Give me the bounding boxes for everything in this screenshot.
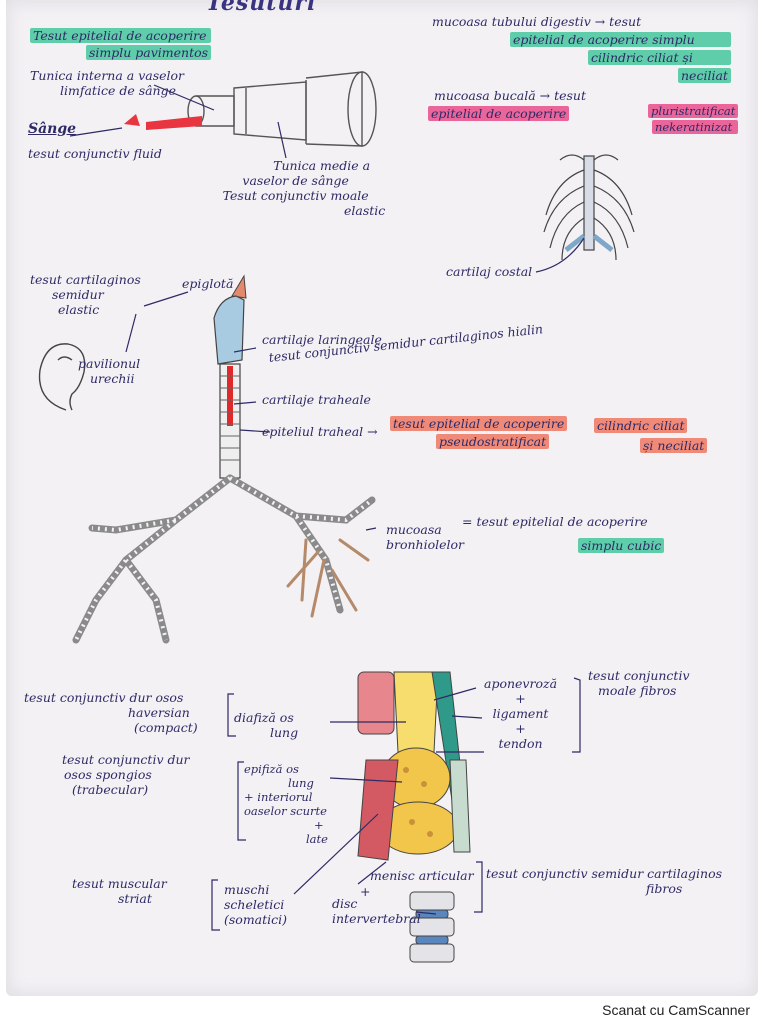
note-sange: Sânge [28,121,77,137]
note-simplu-cubic: simplu cubic [578,538,665,553]
note-tunica-interna: Tunica interna a vaselor limfatice de sâ… [30,68,185,98]
note-tesut-muscular-striat: tesut muscular striat [72,876,167,906]
rib-cage-drawing [543,154,635,261]
illustrations [38,71,635,963]
note-menisc: menisc articular [370,868,474,883]
knee-joint-drawing [357,671,471,861]
note-aponevroza: aponevroză + ligament + tendon [484,676,558,751]
note-cilindric-ciliat: cilindric ciliat [594,418,688,433]
note-mucoasa-bucala: mucoasa bucală → tesut [434,88,587,103]
note-tesut-cartilaginos-elastic: tesut cartilaginos semidur elastic [30,272,141,317]
note-pavilionul-urechii: pavilionul urechii [78,356,141,386]
respiratory-tree-drawing [72,274,376,644]
ear-drawing [38,343,86,411]
note-cartilaje-laringeale: cartilaje laringeale [262,332,382,347]
scanner-watermark: Scanat cu CamScanner [602,1002,750,1018]
note-tesut-epitelial-simplu: Tesut epitelial de acoperire simplu pavi… [28,28,212,60]
note-pluristratificat: pluristratificat nekeratinizat [648,104,739,134]
note-si-neciliat: și neciliat [640,438,708,453]
note-pseudostratificat: pseudostratificat [436,434,550,449]
note-mucoasa-tub-digestiv: mucoasa tubului digestiv → tesut epiteli… [432,14,731,83]
note-muschi-scheletici: muschi scheletici (somatici) [224,882,288,927]
note-cartilaj-costal: cartilaj costal [446,264,533,279]
note-tesut-dur-spongios: tesut conjunctiv dur osos spongios (trab… [62,752,190,797]
note-disc-intervertebral: disc intervertebral [332,896,421,926]
note-cartilaje-traheale: cartilaje traheale [262,392,371,407]
blood-drop [124,114,140,126]
note-epiteliul-traheal: epiteliul traheal → [262,424,378,439]
note-epitelial-acoperire: epitelial de acoperire [428,106,570,121]
page-title: Tesuturi [206,0,317,16]
note-tesut-dur-haversian: tesut conjunctiv dur osos haversian (com… [24,690,198,735]
note-tesut-conjunctiv-moale-fibros: tesut conjunctiv moale fibros [588,668,690,698]
note-sange-desc: tesut conjunctiv fluid [28,146,162,161]
note-tunica-medie: Tunica medie a vaselor de sânge Tesut co… [222,158,386,218]
blood-vessel-drawing [187,71,377,147]
note-epifiza: epifiză os lung + interiorul oaselor scu… [244,762,328,846]
note-diafiza: diafiză os lung [234,710,299,740]
vertebrae-drawing [409,891,455,963]
note-tesut-cartilaginos-fibros: tesut conjunctiv semidur cartilaginos fi… [486,866,723,896]
blood-stream [146,116,202,130]
note-epiglota: epiglotă [182,276,234,291]
note-plus: + [360,884,371,899]
note-tesut-epitelial-bronhii: = tesut epitelial de acoperire [462,514,648,529]
notebook-page: Tesuturi [6,0,758,996]
note-tesut-epitelial-traheal: tesut epitelial de acoperire [390,416,568,431]
note-mucoasa-bronhiolelor: mucoasa bronhiolelor [386,522,465,552]
